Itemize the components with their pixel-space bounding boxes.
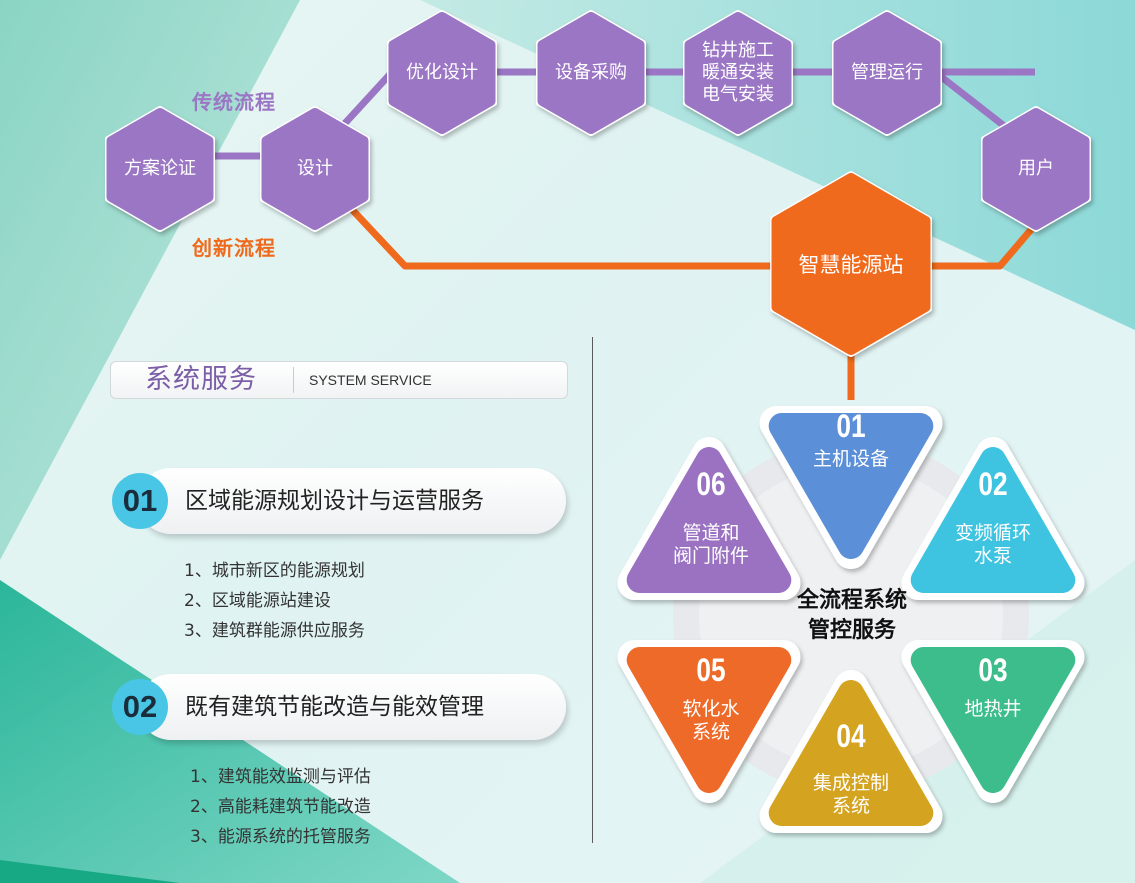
petal-04	[768, 680, 934, 826]
petal-number: 05	[696, 652, 726, 688]
petal-number: 02	[978, 466, 1008, 502]
service-item: 1、城市新区的能源规划	[184, 561, 365, 581]
petal-06	[626, 447, 792, 593]
petal-05	[626, 647, 792, 793]
petal-number: 04	[836, 718, 866, 754]
petal-01	[768, 413, 934, 559]
section-subtitle: SYSTEM SERVICE	[309, 372, 432, 388]
petal-label: 主机设备	[812, 448, 889, 470]
petal-label: 软化水 系统	[682, 698, 740, 743]
service-title: 区域能源规划设计与运营服务	[185, 488, 484, 514]
service-item: 1、建筑能效监测与评估	[190, 767, 371, 787]
service-item: 3、建筑群能源供应服务	[184, 621, 365, 641]
node-optimize-design: 优化设计	[406, 62, 478, 83]
node-construction: 钻井施工 暖通安装 电气安装	[702, 40, 774, 105]
hex-operation	[833, 12, 941, 134]
vertical-divider	[592, 337, 593, 843]
node-procurement: 设备采购	[555, 62, 627, 83]
service-item: 2、区域能源站建设	[184, 591, 331, 611]
section-header: 系统服务 SYSTEM SERVICE	[110, 361, 568, 399]
service-number-badge: 02	[112, 679, 168, 735]
service-item: 2、高能耗建筑节能改造	[190, 797, 371, 817]
petal-02	[910, 447, 1076, 593]
node-operation: 管理运行	[851, 62, 923, 83]
process-hexagons	[105, 10, 1091, 357]
service-number-badge: 01	[112, 473, 168, 529]
hex-construction	[684, 12, 792, 134]
wheel-center-label: 全流程系统 管控服务	[796, 588, 907, 643]
petal-number: 03	[978, 652, 1008, 688]
section-title: 系统服务	[145, 364, 257, 395]
wheel-petals	[617, 406, 1085, 833]
service-item: 3、能源系统的托管服务	[190, 827, 371, 847]
hex-design	[261, 108, 369, 230]
service-card-02	[138, 674, 566, 740]
petal-label: 变频循环 水泵	[954, 522, 1031, 567]
hex-procurement	[537, 12, 645, 134]
hex-optimize-design	[388, 12, 496, 134]
petal-number: 01	[836, 408, 866, 444]
petal-number: 06	[696, 466, 726, 502]
hex-proposal	[106, 108, 214, 230]
hex-user	[982, 108, 1090, 230]
node-user: 用户	[1018, 158, 1054, 179]
node-proposal: 方案论证	[124, 158, 196, 179]
service-card-01	[138, 468, 566, 534]
petal-label: 管道和 阀门附件	[672, 522, 749, 567]
service-title: 既有建筑节能改造与能效管理	[185, 694, 484, 720]
hex-smart-energy-station	[771, 173, 931, 355]
petal-label: 地热井	[964, 698, 1022, 720]
petal-label: 集成控制 系统	[812, 772, 889, 817]
section-header-divider	[293, 367, 294, 393]
node-design: 设计	[297, 158, 333, 179]
innovative-flow-label: 创新流程	[192, 236, 276, 260]
traditional-flow-label: 传统流程	[192, 90, 276, 114]
node-smart-energy-station: 智慧能源站	[798, 253, 904, 277]
petal-03	[910, 647, 1076, 793]
